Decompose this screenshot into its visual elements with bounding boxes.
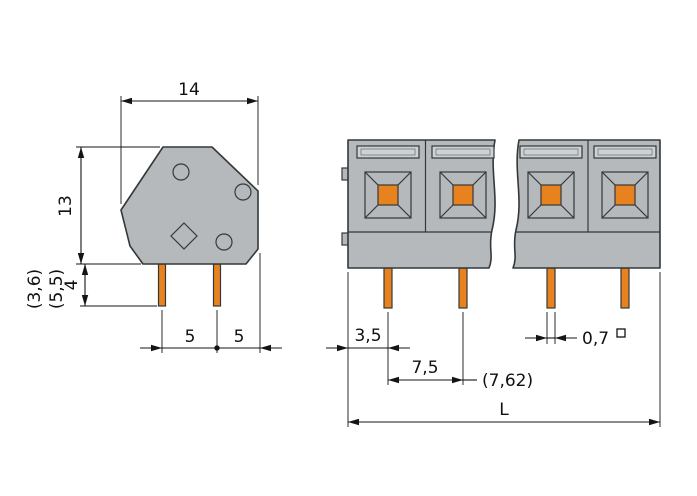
solder-pin-side-2 (212, 263, 222, 307)
side-view (120, 146, 259, 307)
solder-pin-front-4 (620, 267, 630, 309)
dim-pin-width-label: 0,7 (582, 329, 609, 349)
mounting-hole (215, 233, 233, 251)
side-view-body (120, 146, 259, 265)
dim-pin-length-alt1-label: (3,6) (25, 269, 45, 309)
dim-pitch-7-5: 7,5 (7,62) (388, 312, 533, 391)
dim-pin-spacing-5-5: 5 5 (140, 253, 282, 353)
dim-pitch-label: 7,5 (411, 358, 438, 378)
dim-height-label: 13 (56, 195, 76, 217)
dim-pin-width-0-7: 0,7 (525, 312, 626, 349)
solder-pin-front-2 (458, 267, 468, 309)
mounting-hole (172, 163, 190, 181)
front-view (341, 139, 661, 309)
dim-width-14: 14 (120, 80, 259, 204)
dim-spacing1-label: 5 (185, 327, 196, 347)
chain-dimension-dot (214, 345, 220, 351)
dim-pin-length-4: 4 (5,5) (3,6) (25, 264, 157, 309)
solder-pin-front-1 (383, 267, 393, 309)
dim-width-label: 14 (178, 80, 200, 100)
dim-total-length-L: L (348, 272, 661, 427)
dim-edge-offset-label: 3,5 (354, 326, 381, 346)
solder-pin-side-1 (157, 263, 167, 307)
dim-pin-length-alt2-label: (5,5) (47, 269, 67, 309)
dim-pin-length-label: 4 (62, 280, 82, 291)
dim-edge-offset-3-5: 3,5 (326, 272, 410, 427)
marker-diamond (170, 222, 198, 250)
solder-pin-front-3 (546, 267, 556, 309)
square-section-symbol (616, 328, 626, 338)
front-body-right (512, 139, 661, 269)
dim-pitch-alt-label: (7,62) (482, 371, 533, 391)
dim-total-length-label: L (499, 400, 509, 420)
mounting-hole (234, 183, 252, 201)
dim-spacing2-label: 5 (234, 327, 245, 347)
